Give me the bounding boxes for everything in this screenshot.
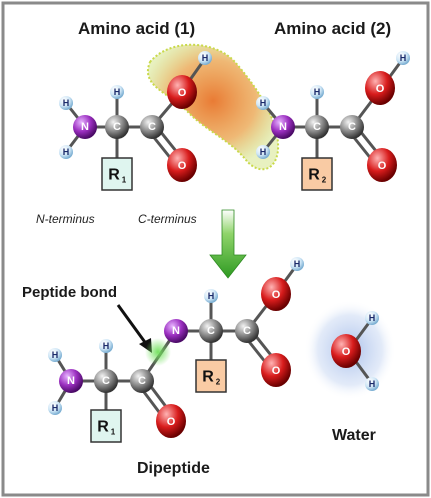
peptide-bond-label: Peptide bond: [22, 284, 117, 301]
amino-acid-2-label: Amino acid (2): [274, 19, 391, 38]
aa1-h-bottom: H: [59, 145, 73, 159]
dp-carbon-carbonyl-1: C: [130, 369, 154, 393]
svg-text:O: O: [378, 160, 387, 172]
svg-text:H: H: [114, 87, 121, 97]
dp-r2-group: R 2: [195, 359, 227, 393]
water-h-top: H: [365, 311, 379, 325]
svg-text:C: C: [313, 121, 321, 133]
svg-text:N: N: [81, 121, 89, 133]
c-terminus-label: C-terminus: [138, 212, 197, 226]
aa2-carbon-alpha: C: [305, 115, 329, 139]
dp-h-top: H: [48, 348, 62, 362]
dp-oxygen-1: O: [156, 404, 186, 438]
dp-oxygen-double: O: [261, 353, 291, 387]
svg-text:O: O: [272, 289, 281, 301]
svg-text:H: H: [103, 341, 110, 351]
svg-text:O: O: [376, 83, 385, 95]
aa1-nitrogen: N: [73, 115, 97, 139]
svg-text:H: H: [260, 147, 267, 157]
aa1-carbon-carboxyl: C: [140, 115, 164, 139]
svg-text:R: R: [202, 369, 214, 386]
svg-text:H: H: [63, 147, 70, 157]
svg-text:N: N: [279, 121, 287, 133]
dp-h-alpha-2: H: [204, 289, 218, 303]
aa1-atoms: H H N H C R 1 C O: [59, 51, 212, 191]
svg-text:H: H: [314, 87, 321, 97]
aa2-carbon-carboxyl: C: [340, 115, 364, 139]
aa1-carbon-alpha: C: [105, 115, 129, 139]
dp-carbon-carboxyl-2: C: [235, 319, 259, 343]
aa2-atoms: H H N H C R 2 C O: [256, 51, 410, 191]
aa2-oxygen-double: O: [367, 148, 397, 182]
dp-h-alpha-1: H: [99, 339, 113, 353]
aa2-nitrogen: N: [271, 115, 295, 139]
aa2-h-hydroxyl: H: [396, 51, 410, 65]
svg-text:1: 1: [122, 176, 127, 185]
dp-h-hydroxyl: H: [290, 257, 304, 271]
water-oxygen: O: [331, 334, 361, 368]
aa2-h-alpha: H: [310, 85, 324, 99]
svg-text:H: H: [208, 291, 215, 301]
aa2-h-top: H: [256, 96, 270, 110]
svg-text:C: C: [138, 375, 146, 387]
water-label: Water: [332, 427, 376, 444]
water-molecule: O H H: [304, 300, 396, 400]
aa1-h-alpha: H: [110, 85, 124, 99]
dipeptide-atoms: H H N H C R 1 C O: [48, 257, 304, 443]
svg-text:H: H: [400, 53, 407, 63]
svg-text:H: H: [52, 350, 59, 360]
svg-text:H: H: [63, 98, 70, 108]
svg-text:2: 2: [216, 378, 221, 387]
aa1-oxygen-hydroxyl: O: [167, 75, 197, 109]
dp-oxygen-hydroxyl: O: [261, 277, 291, 311]
aa2-h-bottom: H: [256, 145, 270, 159]
dp-nitrogen-2: N: [164, 319, 188, 343]
aa1-h-hydroxyl: H: [198, 51, 212, 65]
svg-text:R: R: [97, 419, 109, 436]
dipeptide-label: Dipeptide: [137, 460, 210, 477]
svg-text:H: H: [52, 403, 59, 413]
svg-text:O: O: [272, 365, 281, 377]
svg-text:N: N: [172, 325, 180, 337]
dp-h-bottom: H: [48, 401, 62, 415]
svg-text:C: C: [148, 121, 156, 133]
svg-text:R: R: [108, 167, 120, 184]
peptide-bond-glow: [145, 338, 171, 366]
dp-carbon-alpha-2: C: [199, 319, 223, 343]
n-terminus-label: N-terminus: [36, 212, 95, 226]
svg-text:C: C: [102, 375, 110, 387]
svg-text:H: H: [260, 98, 267, 108]
reaction-arrow: [209, 209, 247, 279]
amino-acid-1-label: Amino acid (1): [78, 19, 195, 38]
svg-text:R: R: [308, 167, 320, 184]
svg-text:C: C: [348, 121, 356, 133]
svg-text:H: H: [202, 53, 209, 63]
svg-text:C: C: [207, 325, 215, 337]
svg-text:H: H: [369, 313, 376, 323]
water-h-bottom: H: [365, 377, 379, 391]
aa2-r2-group: R 2: [301, 157, 333, 191]
aa1-r1-group: R 1: [101, 157, 133, 191]
svg-text:H: H: [369, 379, 376, 389]
svg-text:O: O: [178, 87, 187, 99]
svg-text:O: O: [178, 160, 187, 172]
aa1-oxygen-double: O: [167, 148, 197, 182]
svg-text:1: 1: [111, 428, 116, 437]
aa1-h-top: H: [59, 96, 73, 110]
dp-r1-group: R 1: [90, 409, 122, 443]
svg-text:C: C: [243, 325, 251, 337]
aa2-oxygen-hydroxyl: O: [365, 71, 395, 105]
svg-text:O: O: [167, 416, 176, 428]
svg-text:2: 2: [322, 176, 327, 185]
svg-text:H: H: [294, 259, 301, 269]
svg-text:O: O: [342, 346, 351, 358]
svg-text:N: N: [67, 375, 75, 387]
dp-nitrogen-1: N: [59, 369, 83, 393]
svg-text:C: C: [113, 121, 121, 133]
dp-carbon-alpha-1: C: [94, 369, 118, 393]
